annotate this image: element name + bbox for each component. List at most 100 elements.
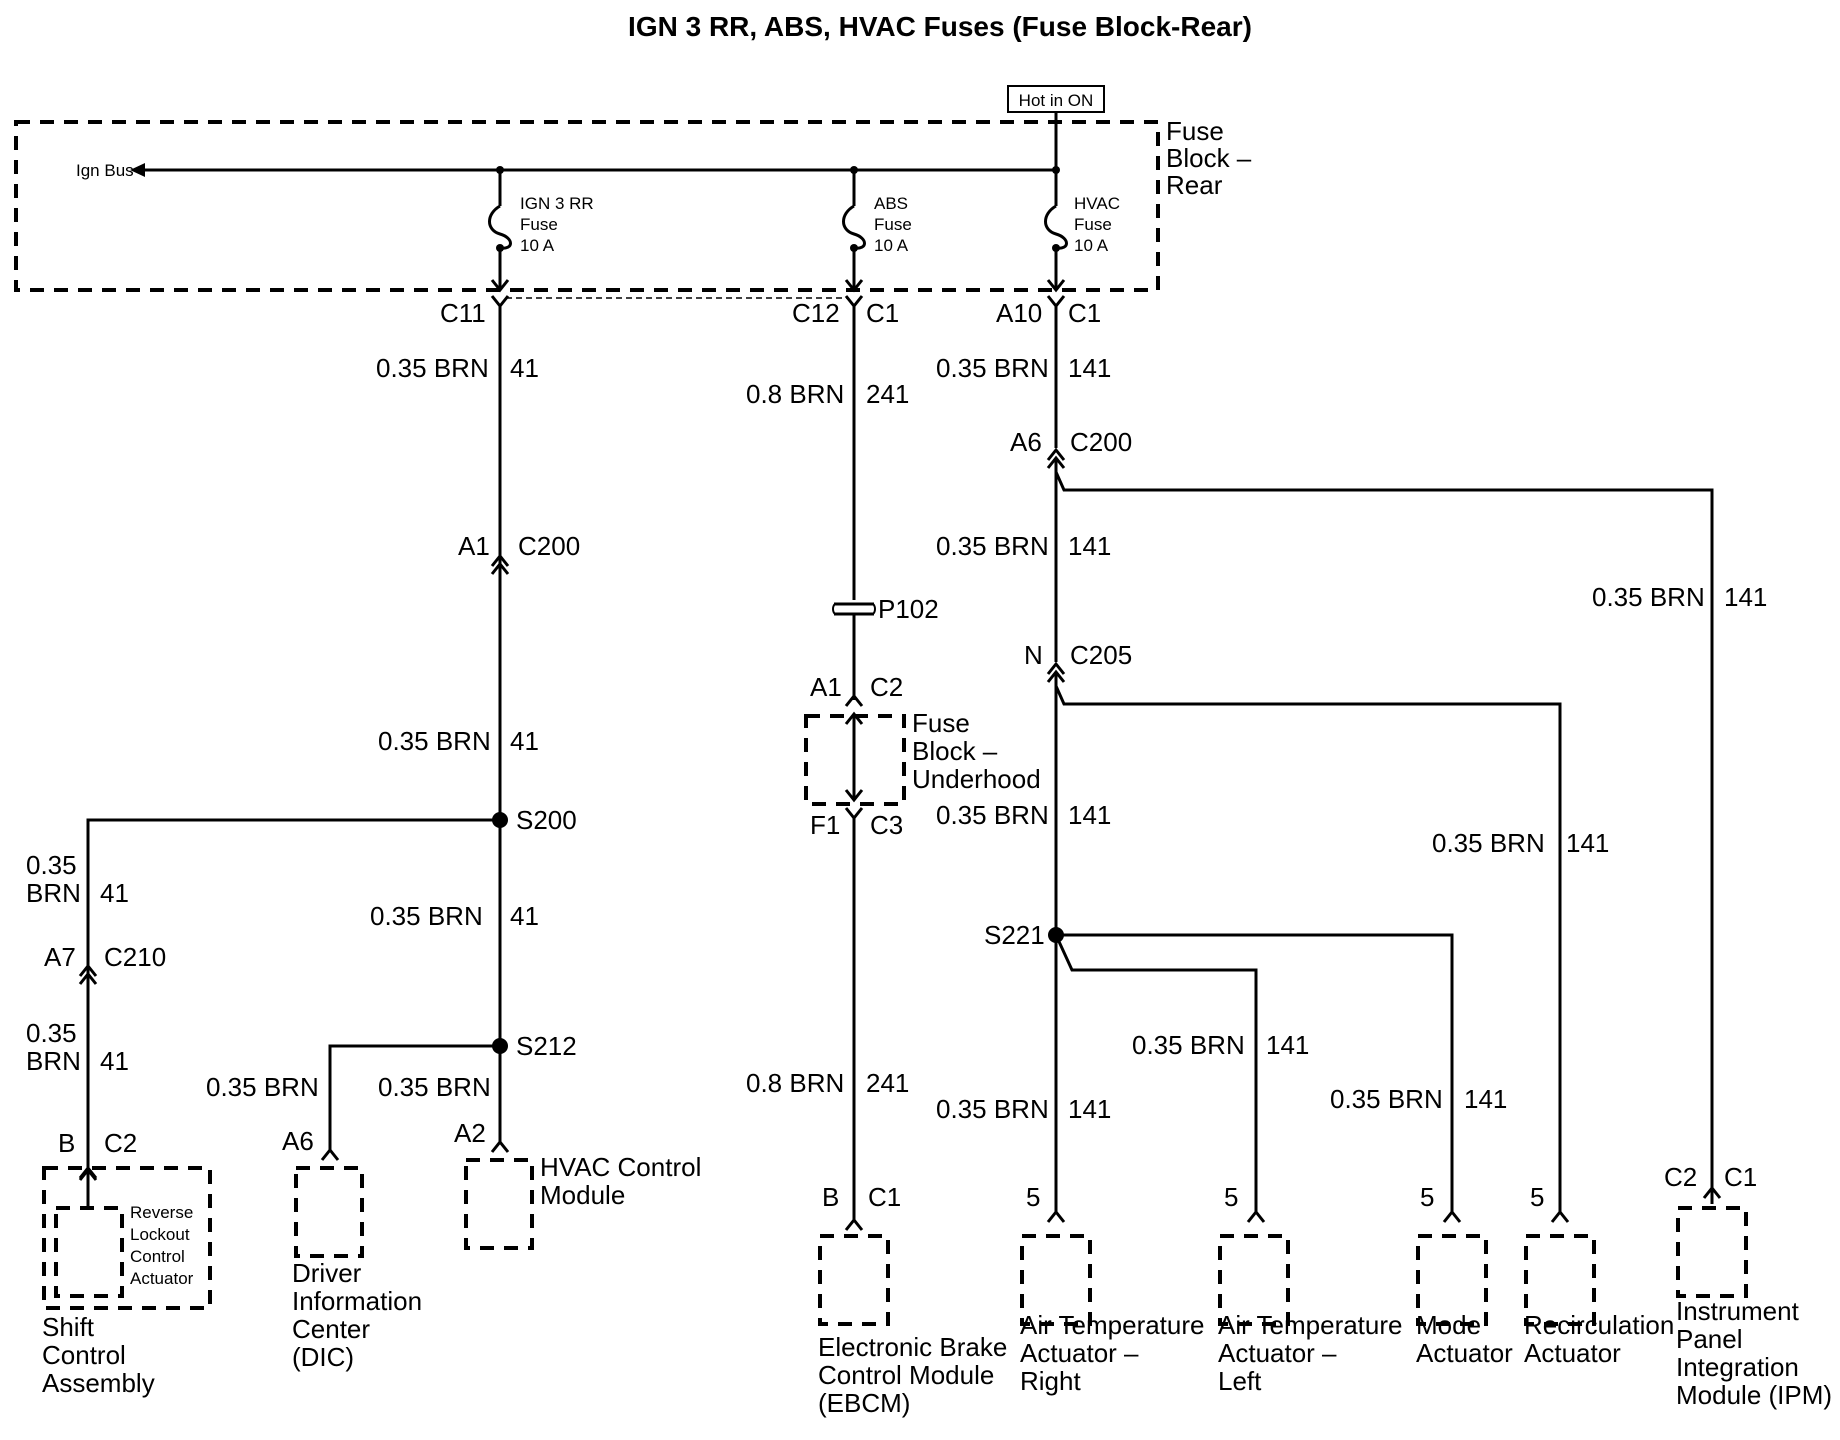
ign3-fuse-rating: 10 A [520, 236, 555, 255]
abs-fuse-name: ABS [874, 194, 908, 213]
hvac-fuse-rating: 10 A [1074, 236, 1109, 255]
wire-141-num-2: 141 [1068, 531, 1111, 561]
recirc-connector [1550, 1209, 1570, 1223]
pin-air-left-5: 5 [1224, 1182, 1238, 1212]
air-left-branch-wire [1054, 934, 1258, 1212]
recirc-actuator-box [1524, 1234, 1596, 1326]
shift-label-3: Assembly [42, 1368, 155, 1398]
wire-ipm-gauge: 0.35 BRN [1592, 582, 1705, 612]
p102-label: P102 [878, 594, 939, 624]
wire-141-gauge-1: 0.35 BRN [936, 353, 1049, 383]
wire-41-gauge-2: 0.35 BRN [378, 726, 491, 756]
pin-underhood-c2: C2 [870, 672, 903, 702]
pin-c12-c1: C1 [866, 298, 899, 328]
dic-branch-wire [328, 1044, 500, 1152]
shift-branch-wire [86, 818, 500, 1176]
shift-label-2: Control [42, 1340, 126, 1370]
a10-connector [1046, 295, 1066, 309]
ign3-fuse-name: IGN 3 RR [520, 194, 594, 213]
wire-air-left-num: 141 [1266, 1030, 1309, 1060]
pin-ipm-c2: C2 [1664, 1162, 1697, 1192]
pin-c210: C210 [104, 942, 166, 972]
pin-recirc-5: 5 [1530, 1182, 1544, 1212]
pin-a1: A1 [458, 531, 490, 561]
underhood-c2-connector [844, 693, 864, 707]
pin-c12: C12 [792, 298, 840, 328]
wire-241-num-2: 241 [866, 1068, 909, 1098]
mode-actuator-box [1416, 1234, 1488, 1326]
recirc-label-1: Recirculation [1524, 1310, 1674, 1340]
ipm-label-1: Instrument [1676, 1296, 1800, 1326]
pin-ipm-c1: C1 [1724, 1162, 1757, 1192]
reverse-lockout-label-3: Control [130, 1247, 185, 1266]
underhood-label-3: Underhood [912, 764, 1041, 794]
fuse-block-rear-box [14, 120, 1160, 292]
reverse-lockout-label-2: Lockout [130, 1225, 190, 1244]
mode-branch-wire [1056, 933, 1454, 1212]
air-right-label-3: Right [1020, 1366, 1081, 1396]
wire-mode-num: 141 [1464, 1084, 1507, 1114]
ebcm-label-2: Control Module [818, 1360, 994, 1390]
underhood-c3-connector [844, 807, 864, 821]
splice-s200-label: S200 [516, 805, 577, 835]
dic-label-1: Driver [292, 1258, 362, 1288]
hvac-module-connector [490, 1139, 510, 1153]
dic-label-2: Information [292, 1286, 422, 1316]
hvac-fuse-name: HVAC [1074, 194, 1120, 213]
air-temp-right-box [1020, 1234, 1092, 1326]
wire-141-num-1: 141 [1068, 353, 1111, 383]
dic-box [294, 1166, 364, 1258]
wire-241-num-1: 241 [866, 379, 909, 409]
wire-ipm-num: 141 [1724, 582, 1767, 612]
pin-a10: A10 [996, 298, 1042, 328]
c210-connector-2 [78, 971, 98, 985]
wire-air-right-num: 141 [1068, 1094, 1111, 1124]
air-temp-left-box [1218, 1234, 1290, 1326]
ipm-label-2: Panel [1676, 1324, 1743, 1354]
hvac-module-label-1: HVAC Control [540, 1152, 701, 1182]
pin-a7: A7 [44, 942, 76, 972]
shift-inner-arrow [78, 1167, 98, 1181]
reverse-lockout-label-1: Reverse [130, 1203, 193, 1222]
hvac-fuse [1044, 166, 1068, 293]
air-left-label-2: Actuator – [1218, 1338, 1337, 1368]
wire-141-gauge-3: 0.35 BRN [936, 800, 1049, 830]
pin-shift-b: B [58, 1128, 75, 1158]
abs-fuse-rating: 10 A [874, 236, 909, 255]
wire-41-gauge-1: 0.35 BRN [376, 353, 489, 383]
wire-41-branch-num-a: 41 [100, 878, 129, 908]
wire-241-gauge-1: 0.8 BRN [746, 379, 844, 409]
pin-underhood-a1: A1 [810, 672, 842, 702]
c200-a1-connector [490, 553, 510, 567]
wire-dic-gauge: 0.35 BRN [206, 1072, 319, 1102]
ign-bus-arrow [130, 163, 145, 177]
splice-s221-label: S221 [984, 920, 1045, 950]
ebcm-label-1: Electronic Brake [818, 1332, 1007, 1362]
underhood-inner-arrow-bottom [844, 789, 864, 803]
wire-241-gauge-2: 0.8 BRN [746, 1068, 844, 1098]
reverse-lockout-box [54, 1206, 124, 1298]
air-right-label-2: Actuator – [1020, 1338, 1139, 1368]
recirc-branch-wire [1054, 685, 1562, 1212]
mode-connector [1442, 1209, 1462, 1223]
underhood-label-2: Block – [912, 736, 998, 766]
air-right-connector [1046, 1209, 1066, 1223]
shift-control-assembly-box [42, 1166, 212, 1310]
fuse-block-rear-label-1: Fuse [1166, 116, 1224, 146]
pin-c200-right: C200 [1070, 427, 1132, 457]
fuse-block-rear-label-3: Rear [1166, 170, 1223, 200]
pin-a6: A6 [1010, 427, 1042, 457]
ign3-fuse-word: Fuse [520, 215, 558, 234]
pin-c200-left: C200 [518, 531, 580, 561]
pin-c11: C11 [440, 298, 486, 328]
hvac-fuse-word: Fuse [1074, 215, 1112, 234]
wire-air-left-gauge: 0.35 BRN [1132, 1030, 1245, 1060]
wire-air-right-gauge: 0.35 BRN [936, 1094, 1049, 1124]
underhood-label-1: Fuse [912, 708, 970, 738]
wire-41-gauge-3: 0.35 BRN [370, 901, 483, 931]
wire-141-gauge-2: 0.35 BRN [936, 531, 1049, 561]
air-right-label-1: Air Temperature [1020, 1310, 1205, 1340]
wire-hvac-gauge: 0.35 BRN [378, 1072, 491, 1102]
splice-s212-label: S212 [516, 1031, 577, 1061]
